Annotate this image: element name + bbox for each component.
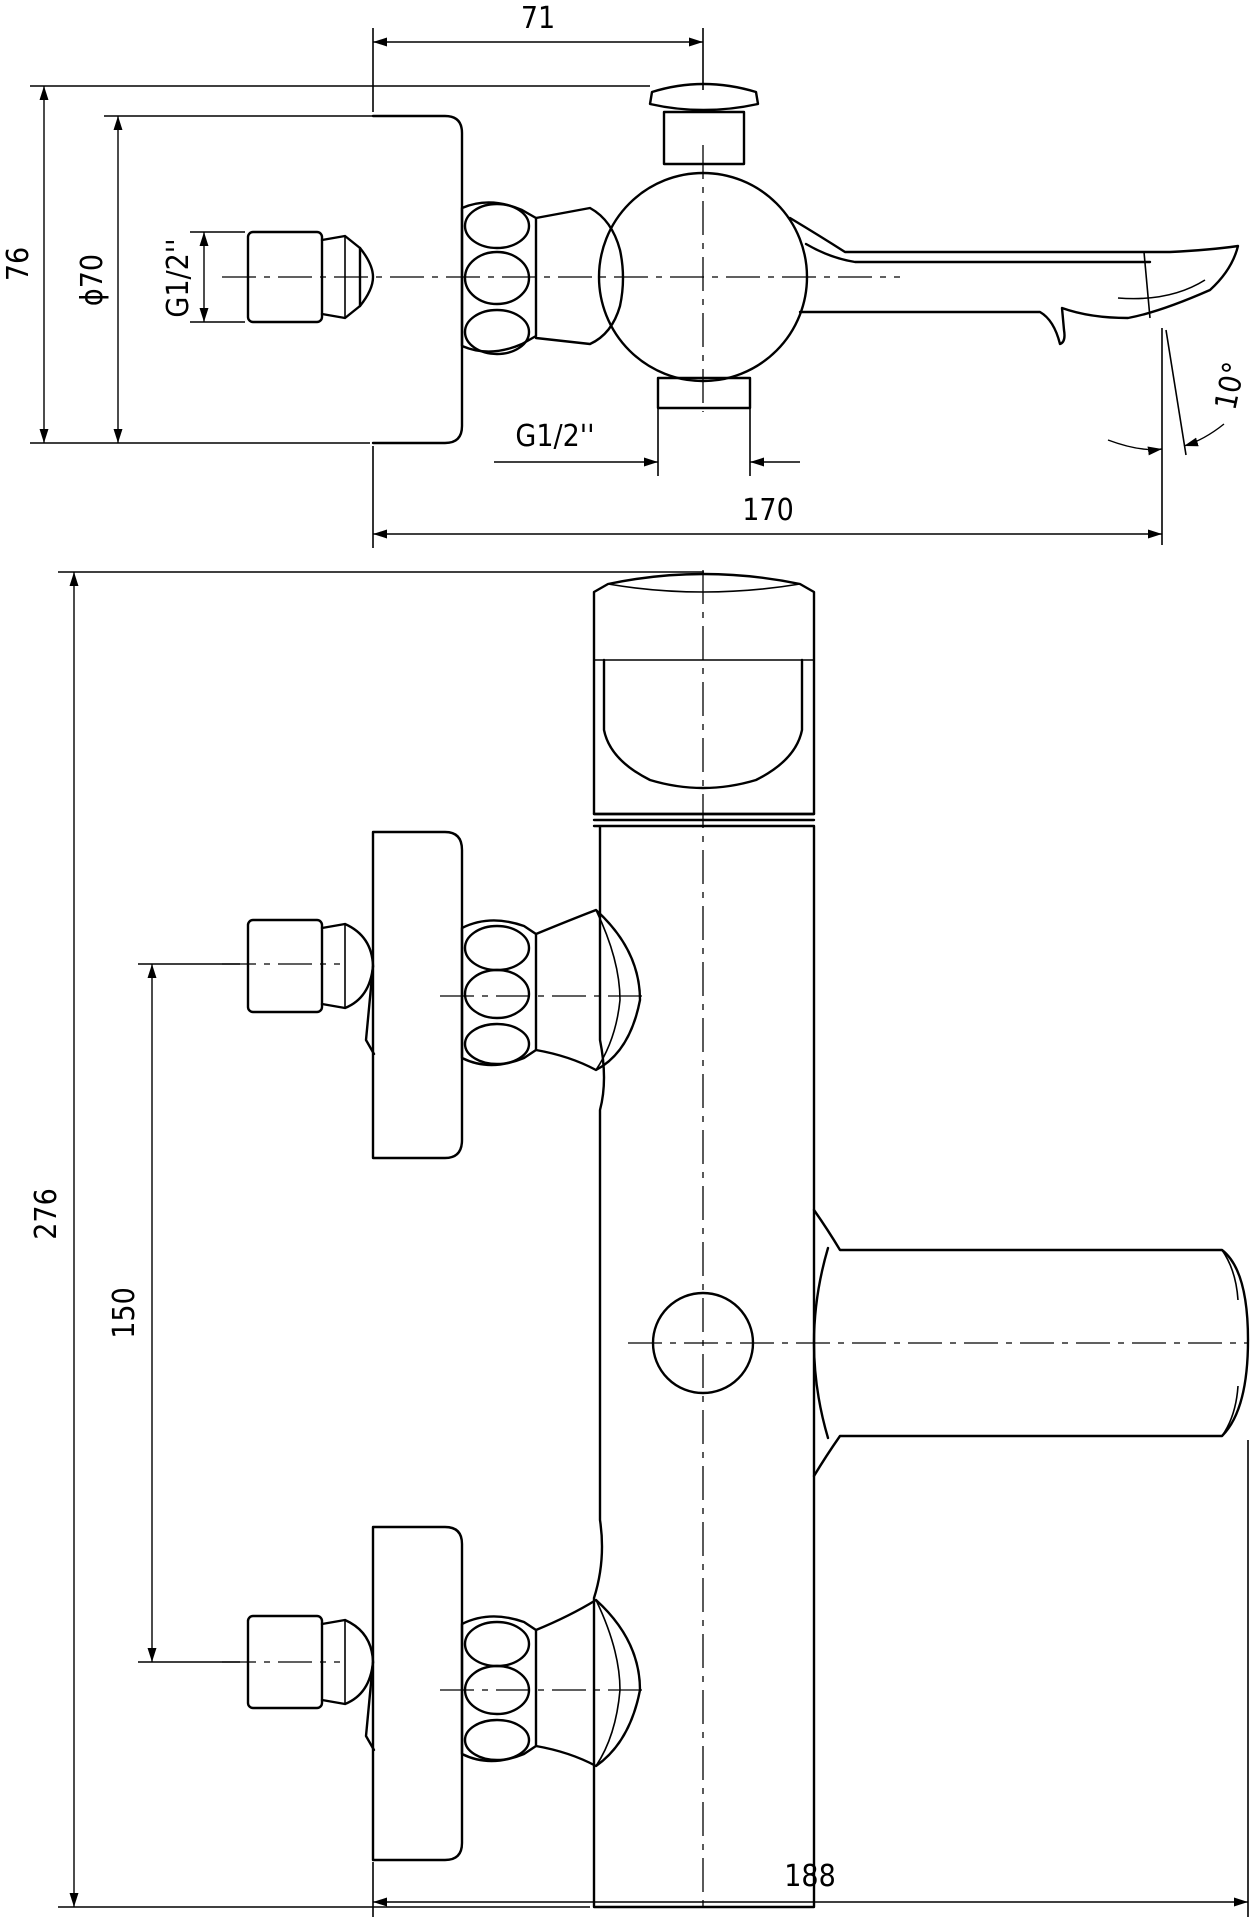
top-bottom-outlet	[656, 376, 752, 410]
dim-top-outlet-thread: G1/2''	[515, 419, 594, 454]
dim-front-spacing: 150	[107, 1287, 142, 1339]
dim-top-diameter: ϕ70	[75, 254, 110, 306]
top-view: 71 76 ϕ70 G1/2'' G1/2'' 10° 170	[1, 1, 1250, 548]
front-thermostatic-handle	[592, 572, 816, 816]
dim-top-inlet-thread: G1/2''	[161, 238, 196, 317]
front-lower-wall-plate	[371, 1525, 464, 1862]
front-upper-wall-plate	[371, 830, 464, 1160]
dim-top-width: 71	[521, 1, 555, 36]
front-main-body	[592, 824, 816, 1909]
front-view: 276 150 188	[29, 570, 1250, 1917]
top-diverter-knob	[648, 82, 760, 166]
front-lower-inlet	[246, 1598, 642, 1768]
dim-front-length: 188	[784, 1859, 836, 1894]
front-upper-inlet	[246, 908, 642, 1072]
dim-front-height: 276	[29, 1188, 64, 1240]
dim-top-height: 76	[1, 247, 36, 281]
top-eccentric-nut	[460, 201, 538, 356]
top-body-neck	[534, 206, 625, 346]
dim-top-length: 170	[742, 493, 794, 528]
top-spout	[788, 216, 1240, 346]
dim-top-angle: 10°	[1209, 359, 1250, 413]
top-wall-plate	[371, 114, 464, 445]
